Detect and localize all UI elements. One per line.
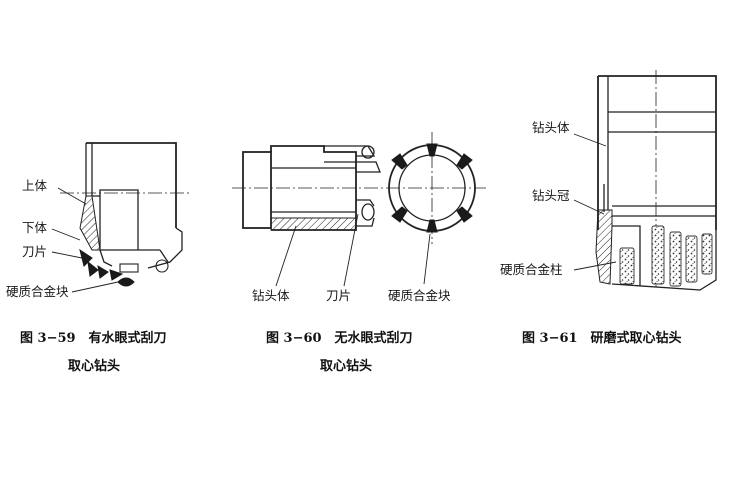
- carbide-column: [651, 225, 665, 285]
- figure-caption-line2: 取心钻头: [320, 358, 372, 374]
- label-bit-body: 钻头体: [532, 120, 570, 135]
- label-upper-body: 上体: [22, 178, 48, 193]
- lower-body: [79, 195, 101, 251]
- label-carbide-block: 硬质合金块: [6, 284, 69, 299]
- label-blade: 刀片: [326, 288, 351, 303]
- bit-crown: [595, 209, 613, 285]
- label-blade: 刀片: [22, 244, 47, 259]
- figure-caption: 图 3−61 研磨式取心钻头: [522, 330, 682, 346]
- figure-caption: 图 3−60 无水眼式刮刀: [266, 330, 413, 346]
- label-lower-body: 下体: [22, 220, 48, 235]
- bit-body-outline: [598, 75, 717, 230]
- carbide-block: [426, 143, 438, 157]
- upper-body-outline: [86, 142, 177, 228]
- figure-caption-line2: 取心钻头: [68, 358, 120, 374]
- label-bit-body: 钻头体: [252, 288, 290, 303]
- bit-body-shank: [242, 151, 272, 229]
- label-bit-crown: 钻头冠: [532, 188, 570, 203]
- bit-body-wall: [270, 217, 357, 231]
- figure-3-61: 钻头体 钻头冠 硬质合金柱 图 3−61 研磨式取心钻头: [500, 70, 717, 346]
- figure-caption: 图 3−59 有水眼式刮刀: [20, 330, 167, 346]
- figure-3-59: 上体 下体 刀片 硬质合金块 图 3−59 有水眼式刮刀 取心钻头: [6, 142, 190, 374]
- label-carbide-column: 硬质合金柱: [500, 262, 563, 277]
- carbide-block: [87, 260, 99, 277]
- figure-3-60: 钻头体 刀片 硬质合金块 图 3−60 无水眼式刮刀 取心钻头: [232, 132, 486, 374]
- label-carbide-block: 硬质合金块: [388, 288, 451, 303]
